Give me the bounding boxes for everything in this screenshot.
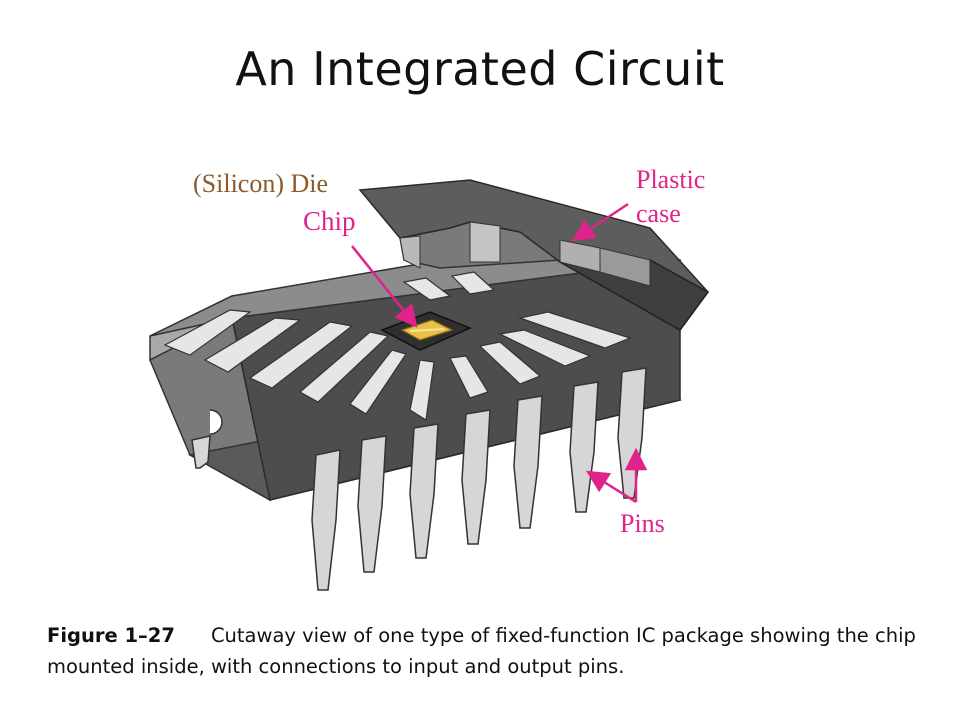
- callout-arrows: [351, 202, 648, 504]
- slide-title: An Integrated Circuit: [235, 42, 725, 96]
- pin-back-1: [191, 435, 211, 469]
- plastic-case-label-line2: case: [636, 199, 681, 228]
- silicon-die: [380, 311, 472, 351]
- die-label: (Silicon) Die: [193, 169, 328, 198]
- pins: [191, 367, 647, 591]
- plastic-case-arrow: [572, 202, 629, 242]
- pin-2: [357, 435, 387, 573]
- figure-caption-text: Cutaway view of one type of fixed-functi…: [47, 624, 916, 678]
- pin-4: [461, 409, 491, 545]
- pins-label: Pins: [620, 509, 665, 538]
- plastic-case-label-line1: Plastic: [636, 165, 705, 194]
- pin-3: [409, 423, 439, 559]
- pin-7: [617, 367, 647, 499]
- pin-1: [311, 449, 341, 591]
- lead-frame: [163, 271, 632, 421]
- plastic-case: [358, 179, 710, 331]
- chip-label: Chip: [303, 206, 356, 236]
- pins-arrow-left: [586, 470, 637, 504]
- chip-arrow: [351, 245, 418, 328]
- pin-5: [513, 395, 543, 529]
- pin-6: [569, 381, 599, 513]
- figure-number: Figure 1–27: [47, 624, 175, 647]
